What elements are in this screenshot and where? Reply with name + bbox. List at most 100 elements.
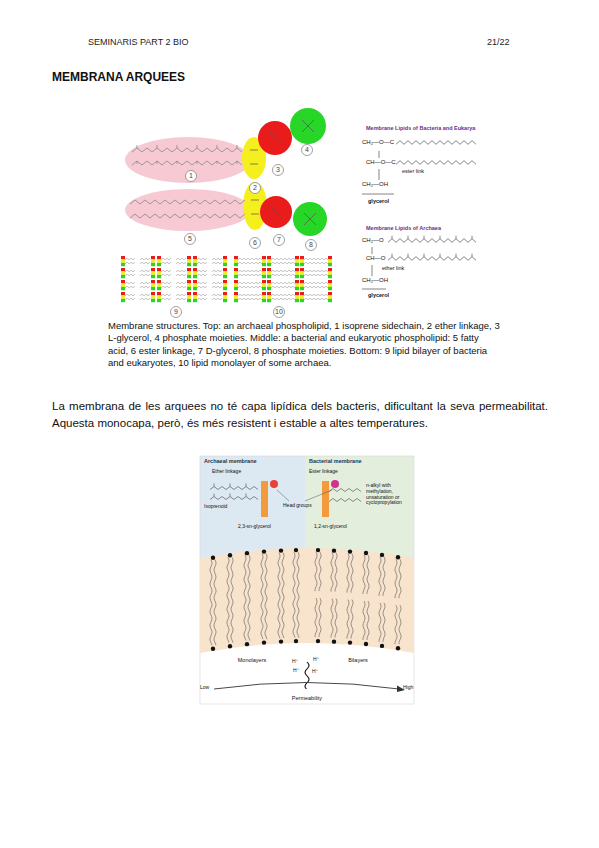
lipid-chain — [335, 599, 337, 638]
methyl-branch — [440, 236, 441, 239]
head-group — [328, 263, 332, 266]
head-group — [151, 287, 155, 290]
head-group — [121, 287, 125, 290]
carbon-chain — [271, 262, 295, 264]
head-group — [157, 271, 161, 274]
carbon-chain — [125, 286, 135, 288]
head-dot — [279, 548, 283, 552]
figure-part — [372, 247, 373, 254]
panel-title: Bacterial membrane — [309, 458, 362, 464]
carbon-chain — [212, 274, 222, 276]
head-group — [193, 287, 197, 290]
head-group — [295, 292, 299, 295]
head-group — [157, 280, 161, 283]
head-group — [295, 287, 299, 290]
head-group — [262, 295, 266, 298]
head-group — [193, 275, 197, 278]
carbon-chain — [161, 258, 171, 260]
head-group — [262, 280, 266, 283]
axis-label: Low — [200, 685, 209, 691]
page-title: MEMBRANA ARQUEES — [52, 71, 185, 85]
head-group — [300, 299, 304, 302]
methyl-branch — [408, 254, 409, 257]
head-group — [151, 283, 155, 286]
carbon-chain — [329, 489, 361, 492]
head-dot — [262, 549, 266, 553]
head-group — [267, 268, 271, 271]
head-group — [121, 259, 125, 262]
lipid-chain — [315, 552, 317, 591]
head-dot — [294, 639, 298, 643]
head-dot — [228, 644, 232, 648]
lipid-chain — [351, 554, 353, 593]
head-dot — [348, 640, 352, 644]
head-group — [328, 259, 332, 262]
lipid-chain — [315, 598, 317, 637]
carbon-chain — [212, 282, 222, 284]
head-group — [223, 275, 227, 278]
head-group — [187, 295, 191, 298]
lipid-chain — [399, 605, 401, 644]
carbon-chain — [304, 286, 328, 288]
axis-label: Permeability — [292, 695, 322, 701]
figure-part — [251, 200, 259, 201]
head-dot — [396, 646, 400, 650]
carbon-chain — [210, 487, 258, 490]
head-group — [267, 280, 271, 283]
lipid-chain — [379, 603, 381, 642]
head-group — [151, 271, 155, 274]
head-group — [193, 283, 197, 286]
carbon-chain — [212, 294, 222, 296]
methyl-branch — [230, 484, 231, 487]
body-paragraph: La membrana de les arquees no té capa li… — [52, 398, 548, 431]
bond-label: ether link — [382, 265, 404, 271]
callout-number: 6 — [253, 239, 257, 247]
carbon-chain — [238, 286, 262, 288]
lipid-chain — [227, 557, 229, 643]
panel-heading: Membrane Lipids of Bacteria and Eukarya — [366, 125, 475, 131]
head-group — [193, 292, 197, 295]
head-group — [300, 271, 304, 274]
carbon-chain — [271, 298, 295, 300]
carbon-chain — [238, 282, 262, 284]
figure-part — [304, 213, 316, 225]
carbon-chain — [212, 270, 222, 272]
head-group — [157, 287, 161, 290]
figure-label: n-alkyl with methylation, unsaturation o… — [366, 483, 412, 506]
callout-number: 1 — [189, 172, 193, 180]
head-group — [267, 271, 271, 274]
lipid-chain — [214, 560, 216, 646]
head-group — [121, 263, 125, 266]
carbon-chain — [176, 282, 186, 284]
carbon-chain — [238, 258, 262, 260]
figure-label: Monolayers — [238, 657, 266, 663]
methyl-branch — [214, 484, 215, 487]
figure-part — [261, 481, 268, 517]
methyl-branch — [408, 236, 409, 239]
head-group — [121, 275, 125, 278]
head-group — [187, 292, 191, 295]
lipid-chain — [395, 559, 397, 598]
head-group — [187, 271, 191, 274]
callout-number: 7 — [277, 236, 281, 244]
head-group — [262, 287, 266, 290]
carbon-chain — [197, 298, 207, 300]
head-dot — [364, 642, 368, 646]
carbon-chain — [304, 294, 328, 296]
figure-part — [304, 213, 316, 225]
carbon-chain — [271, 274, 295, 276]
head-dot — [211, 647, 215, 651]
carbon-chain — [197, 274, 207, 276]
head-group — [267, 287, 271, 290]
figure-part — [331, 480, 339, 488]
figure-part — [125, 189, 251, 231]
carbon-chain — [271, 294, 295, 296]
carbon-chain — [176, 262, 186, 264]
head-group — [187, 256, 191, 259]
figure-label: Bilayers — [348, 657, 368, 663]
head-group — [300, 275, 304, 278]
figure-part — [293, 202, 327, 236]
carbon-chain — [161, 298, 171, 300]
carbon-chain — [388, 257, 476, 261]
